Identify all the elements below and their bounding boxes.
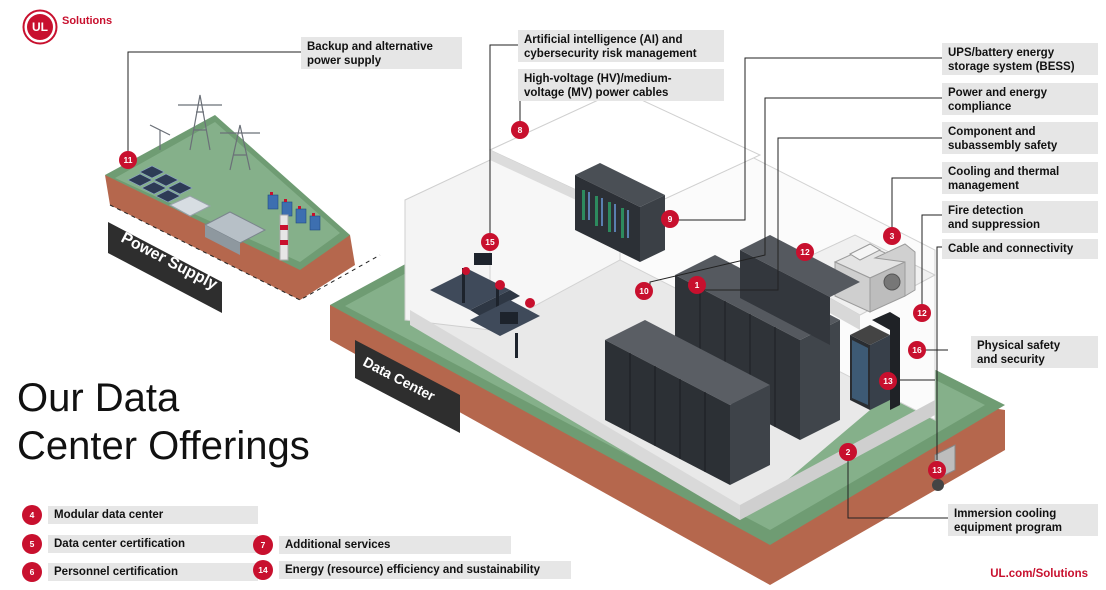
marker-9[interactable]: 9 xyxy=(661,210,679,228)
page-title-line1: Our Data xyxy=(17,376,180,420)
marker-15[interactable]: 15 xyxy=(481,233,499,251)
marker-11-label: 11 xyxy=(124,155,133,165)
marker-11[interactable]: 11 xyxy=(119,151,137,169)
marker-8[interactable]: 8 xyxy=(511,121,529,139)
office-desks xyxy=(430,253,540,358)
marker-13b[interactable]: 13 xyxy=(928,461,946,479)
ul-logo-letters: UL xyxy=(32,20,48,34)
callout-component-safety[interactable]: Component and subassembly safety xyxy=(942,122,1098,154)
ul-logo-mark: UL xyxy=(22,9,58,45)
legend-number: 4 xyxy=(22,505,42,525)
legend-number: 5 xyxy=(22,534,42,554)
power-supply-island xyxy=(105,94,381,301)
server-racks-middle xyxy=(675,235,860,440)
callout-backup-power[interactable]: Backup and alternative power supply xyxy=(301,37,462,69)
callout-ai-cyber[interactable]: Artificial intelligence (AI) and cyberse… xyxy=(518,30,724,62)
callout-ups-bess[interactable]: UPS/battery energy storage system (BESS) xyxy=(942,43,1098,75)
callout-immersion-cooling[interactable]: Immersion cooling equipment program xyxy=(948,504,1098,536)
brand-name: Solutions xyxy=(62,15,113,27)
marker-2-label: 2 xyxy=(846,447,851,457)
legend-number: 14 xyxy=(253,560,273,580)
marker-1-label: 1 xyxy=(695,280,700,290)
page-title: Our Data Center Offerings xyxy=(17,374,310,470)
marker-13a-label: 13 xyxy=(883,376,893,386)
callout-cable[interactable]: Cable and connectivity xyxy=(942,239,1098,259)
legend-number: 7 xyxy=(253,535,273,555)
legend-label: Modular data center xyxy=(48,506,258,524)
number-markers: 1 2 3 8 9 10 11 12 12 13 13 15 16 xyxy=(119,121,946,479)
marker-13b-label: 13 xyxy=(932,465,942,475)
marker-8-label: 8 xyxy=(518,125,523,135)
legend-label: Additional services xyxy=(279,536,511,554)
marker-12a[interactable]: 12 xyxy=(796,243,814,261)
marker-10-label: 10 xyxy=(639,286,649,296)
marker-3-label: 3 xyxy=(890,231,895,241)
marker-1[interactable]: 1 xyxy=(688,276,706,294)
legend-label: Data center certification xyxy=(48,535,258,553)
callout-fire[interactable]: Fire detection and suppression xyxy=(942,201,1098,233)
server-racks-front xyxy=(605,320,770,485)
marker-12a-label: 12 xyxy=(800,247,810,257)
marker-9-label: 9 xyxy=(668,214,673,224)
callout-power-compliance[interactable]: Power and energy compliance xyxy=(942,83,1098,115)
marker-16-label: 16 xyxy=(912,345,922,355)
legend-label: Personnel certification xyxy=(48,563,258,581)
marker-3[interactable]: 3 xyxy=(883,227,901,245)
callout-cooling[interactable]: Cooling and thermal management xyxy=(942,162,1098,194)
marker-15-label: 15 xyxy=(485,237,495,247)
legend-number: 6 xyxy=(22,562,42,582)
marker-13a[interactable]: 13 xyxy=(879,372,897,390)
footer-url-link[interactable]: UL.com/Solutions xyxy=(990,568,1088,580)
legend-label: Energy (resource) efficiency and sustain… xyxy=(279,561,571,579)
callout-physical-safety[interactable]: Physical safety and security xyxy=(971,336,1098,368)
callout-hv-mv-cables[interactable]: High-voltage (HV)/medium- voltage (MV) p… xyxy=(518,69,724,101)
marker-2[interactable]: 2 xyxy=(839,443,857,461)
marker-16[interactable]: 16 xyxy=(908,341,926,359)
marker-12b-label: 12 xyxy=(917,308,927,318)
marker-10[interactable]: 10 xyxy=(635,282,653,300)
server-racks-upper xyxy=(575,163,665,262)
marker-12b[interactable]: 12 xyxy=(913,304,931,322)
leader-lines xyxy=(127,44,954,519)
ul-logo[interactable]: UL xyxy=(22,9,58,50)
page-title-line2: Center Offerings xyxy=(17,424,310,468)
